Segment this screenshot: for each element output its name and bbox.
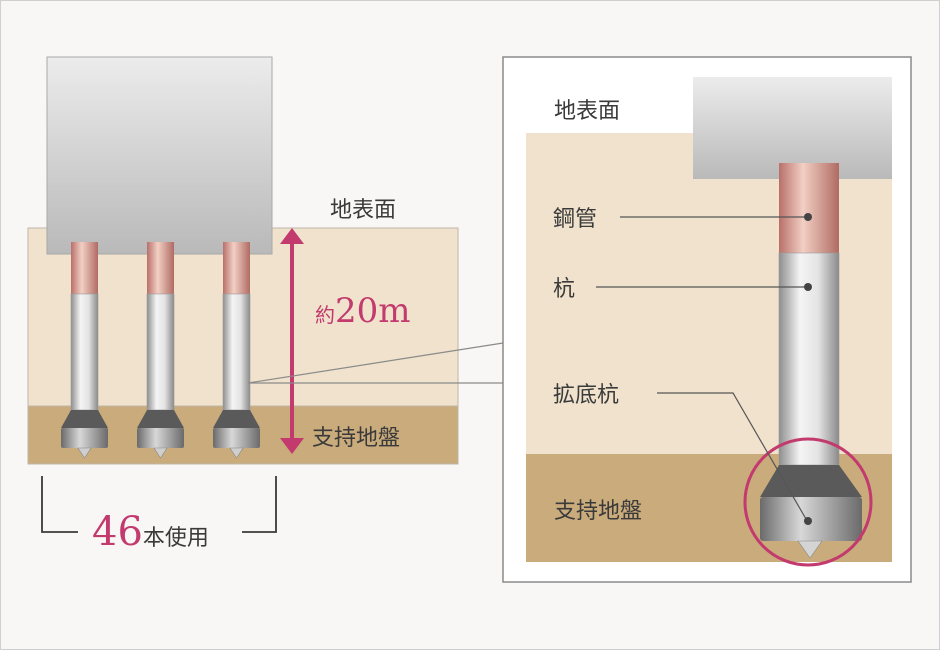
steel-pipe-label: 鋼管 xyxy=(553,207,597,232)
detail-ground-surface-label: 地表面 xyxy=(554,99,620,124)
detail-building xyxy=(693,77,892,179)
belled-pile-leader xyxy=(657,392,807,520)
depth-prefix: 約 xyxy=(315,303,335,327)
pile xyxy=(137,242,184,459)
pile-count-label: 46本使用 xyxy=(92,509,209,555)
pile-marker xyxy=(804,283,812,291)
pile xyxy=(61,242,108,459)
ground-surface-label: 地表面 xyxy=(330,198,396,223)
overview-panel: 地表面 約20m 支持地盤 46本使用 xyxy=(27,56,504,555)
belled-pile-marker xyxy=(804,517,812,525)
pile xyxy=(213,242,260,459)
depth-arrow xyxy=(280,228,304,454)
building xyxy=(46,56,273,255)
pile-label: 杭 xyxy=(553,277,575,302)
zoom-connector-upper xyxy=(247,342,504,384)
depth-label: 約20m xyxy=(315,291,411,331)
highlight-circle xyxy=(743,437,873,567)
pile-count-bracket xyxy=(41,476,277,533)
depth-value: 20m xyxy=(335,291,411,331)
bearing-layer-label: 支持地盤 xyxy=(312,426,400,451)
detail-panel: 地表面 鋼管 杭 拡底杭 支持地盤 xyxy=(502,56,912,583)
pile-count-number: 46 xyxy=(92,509,143,555)
steel-pipe-marker xyxy=(804,213,812,221)
belled-pile-label: 拡底杭 xyxy=(553,383,619,408)
pile-count-suffix: 本使用 xyxy=(143,526,209,551)
detail-bearing-layer-label: 支持地盤 xyxy=(554,499,642,524)
